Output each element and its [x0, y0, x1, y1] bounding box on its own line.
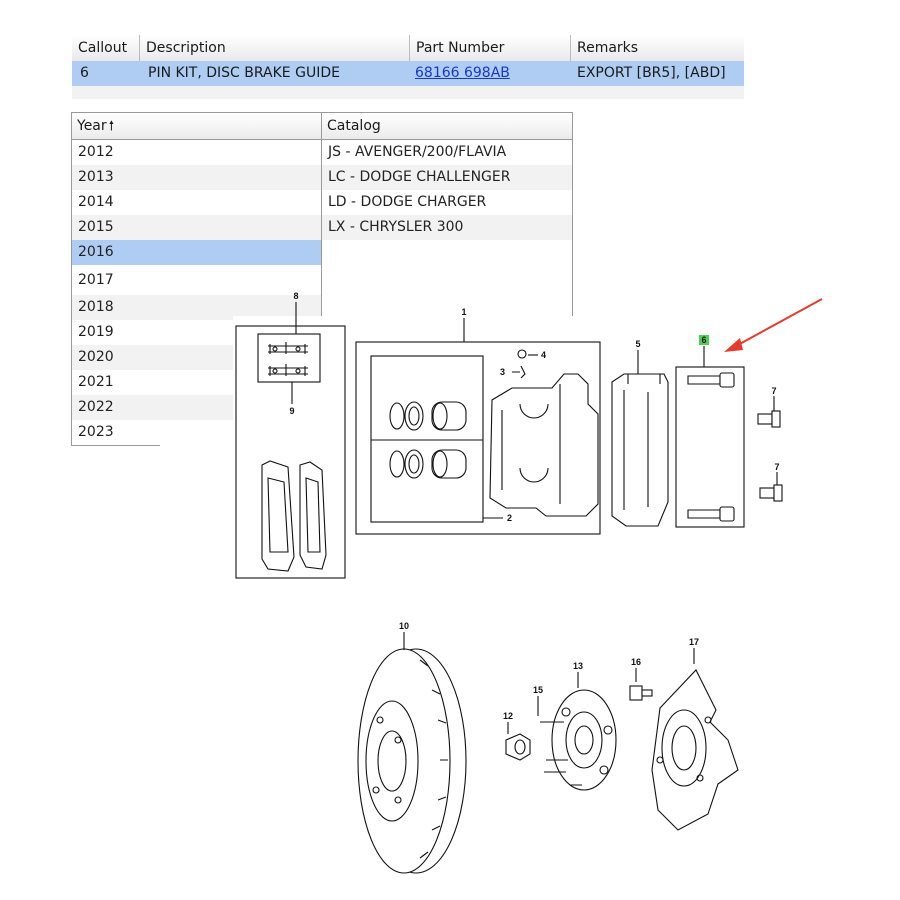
- callout-5[interactable]: 5: [635, 339, 640, 349]
- list-item[interactable]: 2015: [72, 215, 322, 240]
- list-item[interactable]: 2019: [78, 324, 114, 340]
- callout-7[interactable]: 7: [771, 386, 776, 396]
- cell-remarks: EXPORT [BR5], [ABD]: [577, 65, 726, 81]
- list-item[interactable]: 2023: [78, 424, 114, 440]
- cell-callout: 6: [80, 65, 89, 81]
- caliper-bracket[interactable]: [611, 350, 669, 527]
- column-header-remarks[interactable]: Remarks: [577, 40, 639, 56]
- brake-rotor[interactable]: [357, 632, 467, 874]
- dust-shield[interactable]: [651, 648, 739, 831]
- callout-16[interactable]: 16: [631, 657, 641, 667]
- parts-table-header: Callout Description Part Number Remarks: [72, 35, 744, 62]
- callout-9[interactable]: 9: [289, 406, 294, 416]
- callout-13[interactable]: 13: [573, 661, 583, 671]
- callout-15[interactable]: 15: [533, 685, 543, 695]
- column-header-description[interactable]: Description: [140, 35, 410, 61]
- table-row[interactable]: 6 PIN KIT, DISC BRAKE GUIDE 68166 698AB …: [72, 61, 744, 86]
- callout-12[interactable]: 12: [503, 711, 513, 721]
- caliper-group[interactable]: [355, 318, 601, 535]
- year-grid: Year🠕 2012 2013 2014 2015 2016 2017 2018…: [71, 112, 322, 446]
- column-header-callout[interactable]: Callout: [72, 35, 140, 61]
- year-header-label: Year: [77, 118, 107, 134]
- list-item[interactable]: 2014: [78, 194, 114, 210]
- column-header-year[interactable]: Year🠕: [72, 113, 322, 140]
- callout-7[interactable]: 7: [774, 462, 779, 472]
- callout-4[interactable]: 4: [541, 350, 546, 360]
- catalog-grid: Catalog JS - AVENGER/200/FLAVIA LC - DOD…: [321, 112, 573, 318]
- wheel-hub[interactable]: [537, 672, 617, 791]
- callout-2[interactable]: 2: [507, 513, 512, 523]
- highlight-arrow: [724, 298, 823, 352]
- up-arrow-icon: 🠕: [108, 119, 115, 134]
- list-item[interactable]: JS - AVENGER/200/FLAVIA: [328, 144, 507, 160]
- list-item[interactable]: 2018: [72, 295, 322, 320]
- column-header-part-number[interactable]: Part Number: [410, 35, 571, 61]
- list-item-selected[interactable]: 2016: [72, 240, 322, 265]
- lug-nut[interactable]: [505, 722, 531, 761]
- cell-description: PIN KIT, DISC BRAKE GUIDE: [148, 65, 340, 81]
- list-item[interactable]: LD - DODGE CHARGER: [328, 194, 487, 210]
- guide-pin-kit[interactable]: [675, 346, 745, 528]
- brake-pad-group[interactable]: [235, 302, 346, 579]
- list-item[interactable]: 2017: [78, 272, 114, 288]
- shield-bolt[interactable]: [629, 668, 653, 701]
- callout-8[interactable]: 8: [293, 291, 298, 301]
- callout-1[interactable]: 1: [461, 307, 466, 317]
- list-item[interactable]: 2013: [72, 165, 322, 190]
- list-item[interactable]: 2021: [78, 374, 114, 390]
- parts-table: Callout Description Part Number Remarks …: [72, 35, 744, 99]
- callout-3[interactable]: 3: [500, 367, 505, 377]
- cell-part-number: 68166 698AB: [410, 61, 576, 86]
- part-number-link[interactable]: 68166 698AB: [415, 65, 510, 81]
- callout-17[interactable]: 17: [689, 637, 699, 647]
- callout-10[interactable]: 10: [399, 621, 409, 631]
- column-header-catalog[interactable]: Catalog: [322, 113, 572, 140]
- list-item[interactable]: 2012: [78, 144, 114, 160]
- caliper-bolt[interactable]: [757, 396, 783, 502]
- list-item[interactable]: LC - DODGE CHALLENGER: [322, 165, 572, 190]
- callout-6-highlighted[interactable]: 6: [701, 335, 706, 345]
- list-item[interactable]: LX - CHRYSLER 300: [322, 215, 572, 240]
